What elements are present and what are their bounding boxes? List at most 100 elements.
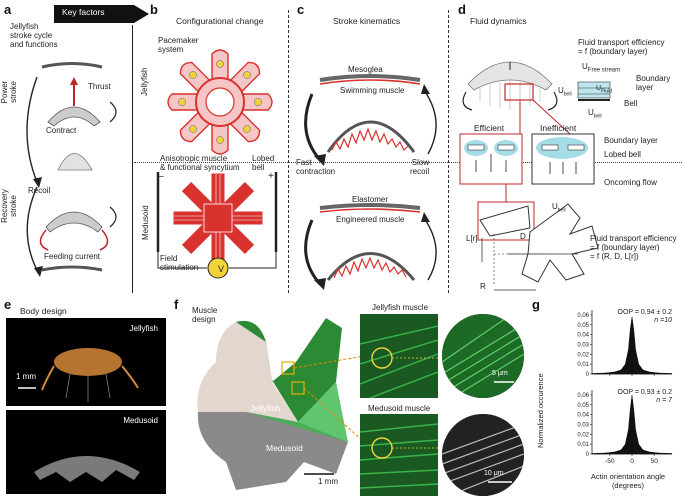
u-bell-label: Ubell (558, 86, 572, 98)
u-bell-bottom-label: Ubell (552, 202, 566, 214)
y-tick-label: 0 (586, 452, 590, 458)
panel-d-letter: d (458, 2, 466, 17)
fluid-efficiency-bottom: Fluid transport efficiency = f (boundary… (590, 234, 677, 261)
medusoid-muscle-diagram (156, 172, 278, 279)
recoil-label: Recoil (28, 186, 51, 195)
panel-c-title: Stroke kinematics (333, 16, 401, 26)
y-tick-label: 0.06 (577, 393, 589, 399)
swimming-muscle-label: Swimming muscle (340, 86, 405, 95)
fluid-dynamics-diagram (459, 61, 611, 291)
pacemaker-label: Pacemaker system (158, 36, 199, 54)
histogram-area (591, 316, 673, 375)
n-annotation: n = 7 (656, 397, 673, 404)
power-stroke-label: Power stroke (0, 80, 18, 104)
separator-a-b (132, 25, 133, 293)
efficient-label: Efficient (474, 123, 505, 133)
jellyfish-muscle-micrograph (360, 314, 438, 398)
y-tick-label: 0.04 (577, 413, 589, 419)
d-label: D (520, 232, 526, 241)
histogram-x-axis-label: Actin orientation angle (degrees) (590, 472, 666, 490)
stroke-cycle-diagram (26, 62, 117, 277)
fluid-efficiency-top: Fluid transport efficiency = f (boundary… (578, 38, 665, 56)
u-fluid-label: UFluid (596, 85, 612, 95)
y-tick-label: 0.02 (577, 352, 589, 358)
medusoid-muscle-micrograph (360, 414, 438, 496)
panel-a-letter: a (4, 2, 12, 17)
jellyfish-zoom-scale: 5 μm (492, 370, 508, 377)
y-tick-label: 0.04 (577, 333, 589, 339)
medusoid-muscle-zoom: 10 μm (442, 414, 524, 496)
anisotropic-label: Anisotropic muscle & functional syncytiu… (160, 154, 240, 172)
y-tick-label: 0.03 (577, 342, 589, 348)
elastomer-label: Elastomer (352, 195, 389, 204)
field-stim-label: Field stimulation (160, 254, 199, 272)
medusoid-side-label: Medusoid (141, 205, 150, 240)
panel-e-letter: e (4, 297, 12, 312)
histogram-jellyfish: 0 0.01 0.02 0.03 0.04 0.05 0.06 OOP = 0.94 ± 0.… (577, 309, 673, 378)
jellyfish-muscle-zoom: 5 μm (442, 314, 524, 398)
jellyfish-photo-label: Jellyfish (129, 324, 158, 333)
y-tick-label: 0.01 (577, 442, 589, 448)
muscle-design-label: Muscle design (192, 306, 218, 324)
separator-c-d (448, 10, 449, 293)
muscle-design-overlay (197, 318, 365, 490)
oop-annotation: OOP = 0.93 ± 0.2 (618, 389, 673, 396)
oncoming-flow-label: Oncoming flow (604, 178, 657, 187)
histogram-y-axis-label: Normalized occurence (536, 373, 545, 448)
medusoid-zoom-scale: 10 μm (484, 470, 504, 477)
slow-recoil-label: Slow recoil (410, 158, 430, 176)
l-r-label: L[r] (466, 234, 478, 243)
muscle-design-scale: 1 mm (318, 477, 338, 486)
y-tick-label: 0.05 (577, 323, 589, 329)
jellyfish-overlay-label: Jellyfish (250, 403, 281, 413)
key-factors-arrow (54, 5, 149, 23)
y-tick-label: 0.02 (577, 432, 589, 438)
oop-annotation: OOP = 0.94 ± 0.2 (618, 309, 673, 316)
voltage-icon: V (218, 264, 225, 274)
medusoid-overlay-label: Medusoid (266, 443, 303, 453)
panel-a-title: Jellyfish stroke cycle and functions (10, 22, 58, 49)
lobed-bell-callout: Lobed bell (604, 150, 641, 159)
mesoglea-label: Mesoglea (348, 65, 383, 74)
lobed-bell-label: Lobed bell (252, 154, 275, 172)
panel-b-title: Configurational change (176, 16, 264, 26)
medusoid-muscle-label: Medusoid muscle (368, 404, 431, 413)
y-tick-label: 0.03 (577, 422, 589, 428)
jellyfish-muscle-label: Jellyfish muscle (372, 303, 429, 312)
inefficient-label: Inefficient (540, 123, 577, 133)
separator-b-c (288, 10, 289, 293)
y-tick-label: 0.01 (577, 362, 589, 368)
panel-f-letter: f (174, 297, 179, 312)
jellyfish-side-label: Jellyfish (140, 67, 149, 96)
bell-label: Bell (624, 99, 638, 108)
y-tick-label: 0 (586, 372, 590, 378)
x-tick-label: -50 (605, 458, 615, 465)
jellyfish-lobed-bell-diagram (167, 49, 273, 155)
fast-contraction-label: Fast contraction (296, 158, 336, 176)
boundary-layer-callout: Boundary layer (604, 136, 658, 145)
x-tick-label: 50 (651, 458, 659, 465)
recovery-stroke-label: Recovery stroke (0, 189, 18, 223)
contract-label: Contract (46, 126, 77, 135)
jellyfish-photo: Jellyfish 1 mm (6, 318, 166, 406)
u-bell-inset-label: Ubell (588, 108, 602, 120)
histogram-area (591, 394, 673, 455)
panel-e-title: Body design (20, 306, 67, 316)
medusoid-photo-label: Medusoid (123, 416, 158, 425)
n-annotation: n =10 (654, 317, 672, 324)
u-free-stream-label: UFree stream (582, 62, 621, 74)
thrust-label: Thrust (88, 82, 111, 91)
medusoid-photo: Medusoid (6, 410, 166, 494)
panel-b-letter: b (150, 2, 158, 17)
y-tick-label: 0.05 (577, 403, 589, 409)
feeding-current-label: Feeding current (44, 252, 101, 261)
minus-electrode: – (158, 171, 164, 182)
plus-electrode: + (268, 171, 274, 182)
stroke-kinematics-diagram (304, 74, 437, 290)
panel-g-letter: g (532, 297, 540, 312)
boundary-layer-label: Boundary layer (636, 74, 671, 92)
engineered-muscle-label: Engineered muscle (336, 215, 405, 224)
panel-c-letter: c (297, 2, 305, 17)
y-tick-label: 0.06 (577, 313, 589, 319)
